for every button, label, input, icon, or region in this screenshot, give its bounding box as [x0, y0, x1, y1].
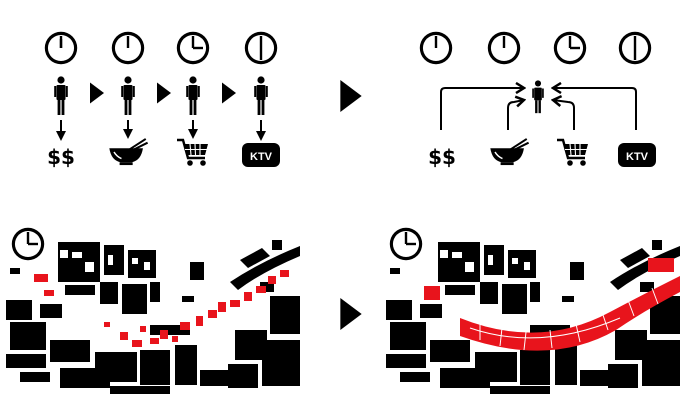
shopping-cart-icon [176, 138, 210, 168]
band-subdivisions [469, 287, 659, 351]
person-icon [532, 80, 544, 114]
person-icon [121, 76, 135, 115]
scattered-activity-blocks [34, 270, 289, 347]
money-icon: $$ [428, 145, 456, 169]
sequential-schedule: $$ KTV [44, 31, 280, 169]
shopping-cart-icon [556, 138, 590, 168]
transition-arrow-top [340, 80, 362, 112]
step-2 [108, 31, 149, 166]
sequence-arrow [90, 82, 104, 104]
food-bowl-icon [108, 138, 149, 166]
sequence-arrow [222, 82, 236, 104]
map-before [6, 227, 300, 394]
food-to-person-arrow [507, 100, 524, 130]
step-4: KTV [242, 31, 280, 167]
food-bowl-icon [489, 138, 530, 166]
converging-schedule: $$ KTV [419, 31, 656, 169]
person-icon [186, 76, 200, 115]
map-after [386, 227, 680, 394]
ktv-label: KTV [626, 151, 649, 163]
person-icon [254, 76, 268, 115]
transition-arrow-bottom [340, 298, 362, 330]
ktv-label: KTV [250, 151, 273, 163]
step-3 [176, 31, 210, 168]
step-1: $$ [44, 31, 78, 169]
ktv-to-person-arrow [553, 88, 637, 130]
money-to-person-arrow [440, 88, 524, 130]
continuous-activity-band [424, 258, 680, 351]
money-icon: $$ [47, 145, 75, 169]
sequence-arrow [157, 82, 171, 104]
shop-to-person-arrow [553, 100, 575, 130]
person-icon [54, 76, 68, 115]
city-blocks [6, 240, 300, 394]
